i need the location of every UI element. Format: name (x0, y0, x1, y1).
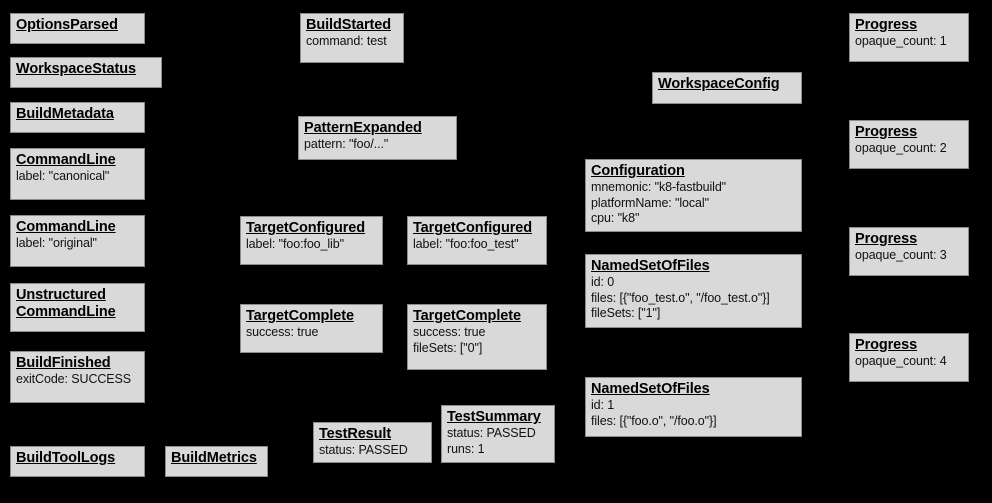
node-build-tool-logs[interactable]: BuildToolLogs (10, 446, 145, 477)
node-attribute-list: label: "original" (16, 236, 139, 252)
node-title: TestSummary (447, 409, 541, 425)
node-attribute: files: [{"foo.o", "/foo.o"}] (591, 413, 717, 428)
node-title: TargetConfigured (246, 220, 365, 236)
node-attribute: command: test (306, 34, 387, 48)
node-build-metrics[interactable]: BuildMetrics (165, 446, 268, 477)
node-title: BuildMetrics (171, 450, 257, 466)
node-title: Progress (855, 17, 918, 33)
node-attribute: status: PASSED (447, 426, 536, 440)
node-title: Configuration (591, 163, 685, 179)
node-attribute-list: success: true (246, 325, 377, 341)
node-attribute: exitCode: SUCCESS (16, 372, 132, 386)
node-attribute: runs: 1 (447, 441, 485, 456)
node-title: Unstructured CommandLine (16, 287, 116, 320)
node-attribute: opaque_count: 2 (855, 141, 947, 155)
node-title: CommandLine (16, 152, 116, 168)
node-attribute-list: label: "foo:foo_lib" (246, 237, 377, 253)
node-title: Progress (855, 231, 918, 247)
node-attribute: fileSets: ["0"] (413, 340, 483, 355)
node-attribute: files: [{"foo_test.o", "/foo_test.o"}] (591, 290, 770, 305)
node-workspace-config[interactable]: WorkspaceConfig (652, 72, 802, 104)
node-title: TargetComplete (413, 308, 521, 324)
node-title: BuildToolLogs (16, 450, 116, 466)
node-title: TargetComplete (246, 308, 354, 324)
node-title: CommandLine (16, 219, 116, 235)
node-attribute-list: opaque_count: 4 (855, 354, 963, 370)
node-attribute: opaque_count: 3 (855, 248, 947, 262)
node-title: BuildMetadata (16, 106, 114, 122)
node-attribute-list: opaque_count: 3 (855, 248, 963, 264)
node-attribute-list: status: PASSED (319, 443, 426, 459)
node-attribute-list: mnemonic: "k8-fastbuild"platformName: "l… (591, 180, 796, 227)
node-attribute-list: exitCode: SUCCESS (16, 372, 139, 388)
node-title: NamedSetOfFiles (591, 258, 710, 274)
node-title: PatternExpanded (304, 120, 422, 136)
node-attribute: label: "foo:foo_test" (413, 237, 519, 251)
node-attribute-list: opaque_count: 1 (855, 34, 963, 50)
node-attribute: id: 1 (591, 398, 615, 412)
node-build-metadata[interactable]: BuildMetadata (10, 102, 145, 133)
node-attribute: label: "canonical" (16, 169, 110, 183)
node-unstructured-command-line[interactable]: Unstructured CommandLine (10, 283, 145, 332)
node-attribute: status: PASSED (319, 443, 408, 457)
node-title: Progress (855, 337, 918, 353)
node-attribute: success: true (413, 325, 486, 339)
node-title: OptionsParsed (16, 17, 118, 33)
node-attribute: opaque_count: 4 (855, 354, 947, 368)
node-attribute: success: true (246, 325, 319, 339)
node-attribute-list: label: "foo:foo_test" (413, 237, 541, 253)
node-title: WorkspaceConfig (658, 76, 780, 92)
node-title: Progress (855, 124, 918, 140)
node-workspace-status[interactable]: WorkspaceStatus (10, 57, 162, 88)
node-attribute: fileSets: ["1"] (591, 306, 661, 320)
node-title: WorkspaceStatus (16, 61, 136, 77)
node-title: TargetConfigured (413, 220, 532, 236)
node-attribute: platformName: "local" (591, 195, 709, 210)
node-attribute: label: "foo:foo_lib" (246, 237, 344, 251)
node-attribute-list: label: "canonical" (16, 169, 139, 185)
node-attribute: opaque_count: 1 (855, 34, 947, 48)
node-attribute: mnemonic: "k8-fastbuild" (591, 180, 727, 194)
node-attribute: label: "original" (16, 236, 97, 250)
node-attribute-list: pattern: "foo/..." (304, 137, 451, 153)
node-attribute-list: command: test (306, 34, 398, 50)
node-attribute-list: opaque_count: 2 (855, 141, 963, 157)
node-options-parsed[interactable]: OptionsParsed (10, 13, 145, 44)
node-attribute: cpu: "k8" (591, 211, 640, 225)
node-title: BuildStarted (306, 17, 392, 33)
node-title: BuildFinished (16, 355, 111, 371)
node-attribute: id: 0 (591, 275, 615, 289)
node-title: TestResult (319, 426, 392, 442)
node-title: NamedSetOfFiles (591, 381, 710, 397)
node-attribute: pattern: "foo/..." (304, 137, 389, 151)
